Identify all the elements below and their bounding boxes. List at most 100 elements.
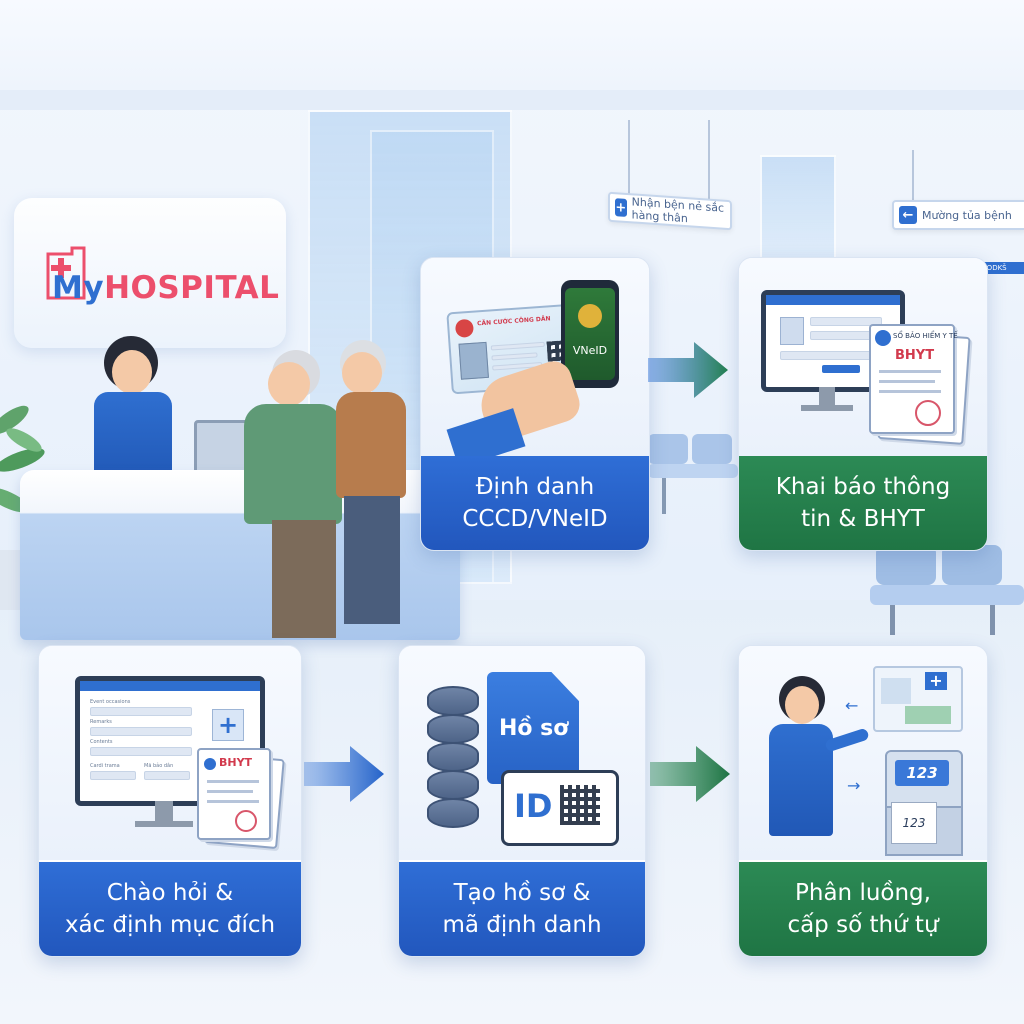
companion-legs xyxy=(344,496,400,624)
vneid-star-icon xyxy=(578,304,602,328)
form-field xyxy=(90,707,192,716)
form-field xyxy=(90,727,192,736)
id-card-title: CĂN CƯỚC CÔNG DÂN xyxy=(476,315,551,328)
form-field xyxy=(144,771,190,780)
form-label-4: Cardi trama xyxy=(90,763,120,769)
waiting-chairs xyxy=(870,545,1024,635)
step-5-label-line2: cấp số thứ tự xyxy=(787,912,939,938)
medical-cross-icon: + xyxy=(212,709,244,741)
doc-line xyxy=(207,800,259,803)
insurance-emblem-icon xyxy=(875,330,891,346)
receptionist-body xyxy=(94,392,172,482)
staff-head xyxy=(785,686,819,724)
file-label: Hồ sơ xyxy=(499,716,569,741)
queue-ticket: 123 xyxy=(891,802,937,844)
submit-button-icon xyxy=(822,365,860,373)
user-avatar-icon xyxy=(780,317,804,345)
step-3-illustration: SỔ BẢO HIỂM Y TẾ BHYT xyxy=(739,258,987,456)
logo-my: My xyxy=(52,270,105,306)
step-4-label: Tạo hồ sơ & mã định danh xyxy=(399,862,645,956)
form-line xyxy=(780,351,882,360)
step-1-label-line2: xác định mục đích xyxy=(64,912,276,938)
sign-wire xyxy=(708,120,710,210)
hospital-logo-text: MyHOSPITAL xyxy=(52,270,279,306)
step-card-declare[interactable]: SỔ BẢO HIỂM Y TẾ BHYT Khai báo thông tin… xyxy=(738,257,988,551)
monitor-stand xyxy=(155,801,173,821)
glass-partition-right xyxy=(760,155,836,269)
arrow-right-icon xyxy=(304,746,384,802)
waiting-chairs-mid xyxy=(648,434,738,514)
direction-sign-center: + Nhận bện nẻ sắc hàng thân xyxy=(608,191,732,231)
staff-body xyxy=(769,724,833,836)
doc-line xyxy=(879,390,941,393)
bhyt-document: BHYT xyxy=(197,748,271,840)
companion-head xyxy=(342,352,382,394)
sign-wire xyxy=(628,120,630,198)
sign-wire xyxy=(912,150,914,202)
logo-hospital: HOSPITAL xyxy=(104,270,280,306)
monitor-base xyxy=(135,821,193,827)
patient-body xyxy=(244,404,342,524)
bhyt-document: SỔ BẢO HIỂM Y TẾ BHYT xyxy=(869,324,958,434)
form-label-3: Contents xyxy=(90,739,113,745)
monitor-stand xyxy=(819,387,835,405)
doc-line xyxy=(879,370,941,373)
step-3-label: Khai báo thông tin & BHYT xyxy=(739,456,987,550)
direction-sign-center-text: Nhận bện nẻ sắc hàng thân xyxy=(631,195,725,226)
portrait-photo-icon xyxy=(458,341,489,380)
step-5-illustration: + ← → 123 123 xyxy=(739,646,987,860)
vneid-label: VNeID xyxy=(572,344,608,357)
insurance-emblem-icon xyxy=(204,758,216,770)
national-emblem-icon xyxy=(454,318,475,338)
step-1-label-line1: Chào hỏi & xyxy=(106,880,234,906)
receptionist-head xyxy=(112,350,152,394)
step-card-queue[interactable]: + ← → 123 123 Phân luồng, cấp số thứ tự xyxy=(738,645,988,957)
monitor-base xyxy=(801,405,853,411)
map-room xyxy=(881,678,911,704)
bhyt-document-title: BHYT xyxy=(895,348,935,363)
hospital-cross-icon xyxy=(46,246,86,300)
step-4-label-line1: Tạo hồ sơ & xyxy=(453,880,591,906)
direction-sign-right-text: Mường tủa bệnh xyxy=(922,208,1012,222)
doc-line xyxy=(207,790,253,793)
phone-device: VNeID xyxy=(561,280,619,388)
step-4-label-line2: mã định danh xyxy=(442,912,602,938)
direction-sign-right: ← Mường tủa bệnh xyxy=(892,200,1024,230)
arrow-right-icon: → xyxy=(847,776,861,795)
id-line xyxy=(490,341,545,351)
step-card-identify[interactable]: CĂN CƯỚC CÔNG DÂN VNeID Định danh CCCD/V… xyxy=(420,257,650,551)
companion-body xyxy=(336,392,406,498)
id-line xyxy=(491,352,538,361)
step-4-illustration: Hồ sơ ID xyxy=(399,646,645,860)
patient-legs xyxy=(272,520,336,638)
step-2-label-line2: CCCD/VNeID xyxy=(462,506,608,532)
database-icon xyxy=(427,770,479,800)
far-right-sign: BODKŠ SEDB xyxy=(982,262,1024,274)
queue-display: 123 xyxy=(895,760,949,786)
form-field xyxy=(90,771,136,780)
step-2-label: Định danh CCCD/VNeID xyxy=(421,456,649,550)
doc-line xyxy=(879,380,935,383)
arrow-left-icon: ← xyxy=(899,206,917,224)
step-card-create-record[interactable]: Hồ sơ ID Tạo hồ sơ & mã định danh xyxy=(398,645,646,957)
red-seal-icon xyxy=(235,810,257,832)
ceiling xyxy=(0,0,1024,90)
form-label-1: Event occasions xyxy=(90,699,131,705)
file-document-icon: Hồ sơ xyxy=(487,672,579,784)
step-1-illustration: Event occasions Remarks Contents Cardi t… xyxy=(39,646,301,860)
arrow-right-icon xyxy=(648,342,728,398)
patient-head xyxy=(268,362,310,406)
red-seal-icon xyxy=(915,400,941,426)
bhyt-document-header: SỔ BẢO HIỂM Y TẾ xyxy=(893,332,958,340)
step-2-label-line1: Định danh xyxy=(475,474,595,500)
form-line xyxy=(810,317,882,326)
plant-decoration xyxy=(0,405,45,610)
form-label-5: Mã bảo dân xyxy=(144,763,174,769)
plus-icon: + xyxy=(615,198,627,217)
doc-line xyxy=(207,780,259,783)
arrow-left-icon: ← xyxy=(845,696,859,715)
step-3-label-line2: tin & BHYT xyxy=(801,506,925,532)
step-card-greeting[interactable]: Event occasions Remarks Contents Cardi t… xyxy=(38,645,302,957)
database-icon xyxy=(427,742,479,772)
map-room xyxy=(905,706,951,724)
